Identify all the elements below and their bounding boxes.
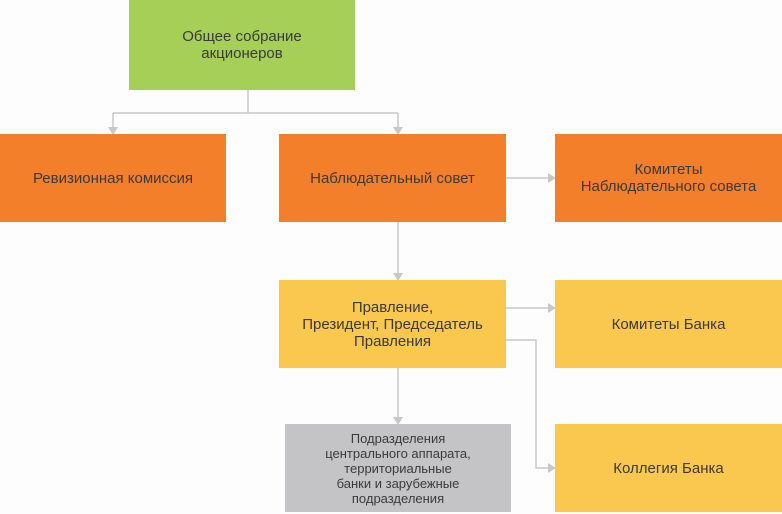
node-divisions-label: Подразделения центрального аппарата, тер…: [325, 430, 471, 506]
arrowhead-audit: [108, 127, 118, 135]
connector-to-collegium: [506, 339, 555, 469]
node-audit-commission-label: Ревизионная комиссия: [32, 169, 194, 187]
node-bank-collegium-label: Коллегия Банка: [613, 459, 724, 477]
node-supervisory-board: Наблюдательный совет: [279, 134, 506, 222]
node-bank-collegium: Коллегия Банка: [555, 424, 782, 512]
arrowhead-supervisory: [393, 127, 403, 135]
arrowhead-bank-committees: [548, 303, 556, 313]
node-management-board-label: Правление, Президент, Председатель Правл…: [302, 298, 483, 350]
node-divisions: Подразделения центрального аппарата, тер…: [285, 424, 511, 512]
node-bank-committees: Комитеты Банка: [555, 280, 782, 368]
arrowhead-collegium: [548, 463, 556, 473]
arrowhead-supervisory-committees: [548, 173, 556, 183]
arrowhead-management: [393, 273, 403, 281]
node-shareholders: Общее собрание акционеров: [129, 0, 355, 90]
node-supervisory-board-label: Наблюдательный совет: [310, 169, 475, 187]
node-supervisory-committees: Комитеты Наблюдательного совета: [555, 134, 782, 222]
arrowhead-divisions: [393, 417, 403, 425]
node-audit-commission: Ревизионная комиссия: [0, 134, 226, 222]
node-bank-committees-label: Комитеты Банка: [611, 315, 726, 333]
node-shareholders-label: Общее собрание акционеров: [182, 28, 302, 62]
node-supervisory-committees-label: Комитеты Наблюдательного совета: [580, 161, 757, 195]
node-management-board: Правление, Президент, Председатель Правл…: [279, 280, 506, 368]
